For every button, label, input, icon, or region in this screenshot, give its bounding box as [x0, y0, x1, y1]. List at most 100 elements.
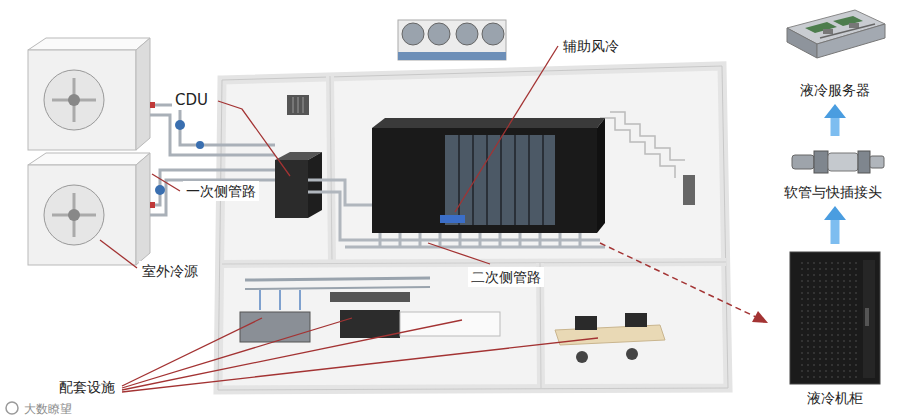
label-anchor: 辅助风冷 [560, 36, 622, 56]
rack-row-part [440, 215, 465, 223]
office-room-part [626, 348, 638, 360]
vents-part [298, 97, 299, 113]
dashed-pointer-part [600, 243, 758, 318]
office-room-part [576, 351, 588, 363]
rack-row [372, 118, 605, 233]
image-caption-node: 液冷服务器 [775, 2, 895, 100]
auxiliary-air-cooler-part [398, 20, 506, 60]
building-part [330, 76, 332, 262]
label-anchor: 一次侧管路 [183, 181, 259, 201]
image-caption-node: 软管与快插接头 [770, 140, 896, 202]
label-anchor: 配套设施 [56, 377, 118, 397]
outdoor-unit-part [28, 153, 150, 165]
watermark: 大数瞭望 [21, 399, 75, 418]
callout-label: CDU [172, 90, 211, 110]
secondary-pipes-part [380, 232, 580, 247]
watermark-icon [6, 402, 18, 414]
vents-part [683, 175, 695, 205]
callout-label: 辅助风冷 [560, 36, 622, 56]
secondary-pipes-part [345, 246, 605, 249]
callout-label: 室外冷源 [139, 261, 201, 281]
building [218, 66, 728, 390]
valves-part [175, 120, 185, 130]
node-caption: 软管与快插接头 [770, 182, 896, 202]
facility-room-part [245, 278, 430, 280]
hose-picture-part [814, 151, 828, 173]
node-caption: 液冷机柜 [775, 388, 895, 408]
auxiliary-air-cooler-part [482, 23, 504, 45]
hose-picture-part [828, 153, 858, 171]
valves-part [150, 202, 155, 208]
leader-lines-part [122, 338, 598, 392]
office-room-part [575, 316, 597, 330]
rack-row-part [372, 118, 605, 128]
auxiliary-air-cooler-part [428, 23, 450, 45]
building-part [218, 66, 728, 390]
facility-room-part [240, 312, 310, 342]
node-caption: 液冷服务器 [775, 80, 895, 100]
server-picture-part [805, 22, 837, 33]
arrow-shaft [831, 218, 840, 244]
leader-lines-part [152, 174, 180, 191]
leader-lines-part [218, 101, 290, 176]
primary-pipes [150, 105, 275, 215]
office-room-part [625, 313, 647, 327]
valves-part [150, 102, 155, 108]
outdoor-unit-part [44, 185, 104, 245]
outdoor-unit-part [136, 38, 150, 150]
rack-row-part [445, 135, 555, 225]
label-anchor: CDU [172, 90, 211, 110]
server-picture-part [787, 28, 817, 58]
rack-row-part [459, 135, 543, 225]
facility-room-part [260, 290, 300, 310]
facility-room-part [330, 292, 410, 302]
building-part [218, 66, 728, 390]
cdu-unit-part [275, 160, 308, 218]
auxiliary-air-cooler-part [402, 23, 424, 45]
facility-room [240, 278, 500, 342]
hose-picture-part [870, 156, 884, 168]
outdoor-unit-part [44, 70, 104, 130]
flow-arrow [824, 206, 846, 244]
outdoor-unit [28, 38, 150, 150]
label-anchor: 二次侧管路 [468, 267, 544, 287]
stairs-part [610, 112, 685, 160]
leader-lines [100, 46, 598, 392]
hose-picture-part [858, 151, 870, 173]
arrow-head [824, 104, 846, 118]
rack-picture [775, 248, 895, 388]
leader-lines-part [100, 240, 137, 268]
stairs [600, 112, 685, 178]
primary-pipes-part [150, 170, 275, 205]
cdu-unit-part [308, 152, 322, 218]
outdoor-unit-part [28, 38, 150, 50]
valves-part [155, 185, 165, 195]
vents-part [293, 97, 294, 113]
leader-lines-part [122, 318, 352, 388]
leader-lines-part [122, 320, 462, 390]
outdoor-unit-part [28, 50, 136, 150]
valves-part [196, 141, 204, 149]
auxiliary-air-cooler-part [398, 52, 506, 60]
image-caption-node: 液冷机柜 [775, 248, 895, 408]
dashed-pointer-part [752, 311, 768, 323]
outdoor-unit-part [28, 165, 136, 265]
facility-room-part [400, 312, 500, 336]
hose-picture-part [792, 155, 814, 169]
building-part [222, 262, 726, 264]
callout-label: 一次侧管路 [183, 181, 259, 201]
label-anchor: 大数瞭望 [21, 398, 75, 418]
rack-picture-part [865, 308, 869, 326]
outdoor-unit [28, 153, 150, 265]
hose-picture [770, 140, 896, 182]
facility-room-part [340, 310, 400, 338]
server-picture-part [820, 24, 875, 38]
outdoor-unit-part [136, 153, 150, 265]
cdu-unit [275, 152, 322, 218]
flow-arrow [824, 104, 846, 136]
office-room [555, 313, 665, 363]
office-room-part [555, 325, 665, 345]
vents-part [287, 95, 309, 115]
